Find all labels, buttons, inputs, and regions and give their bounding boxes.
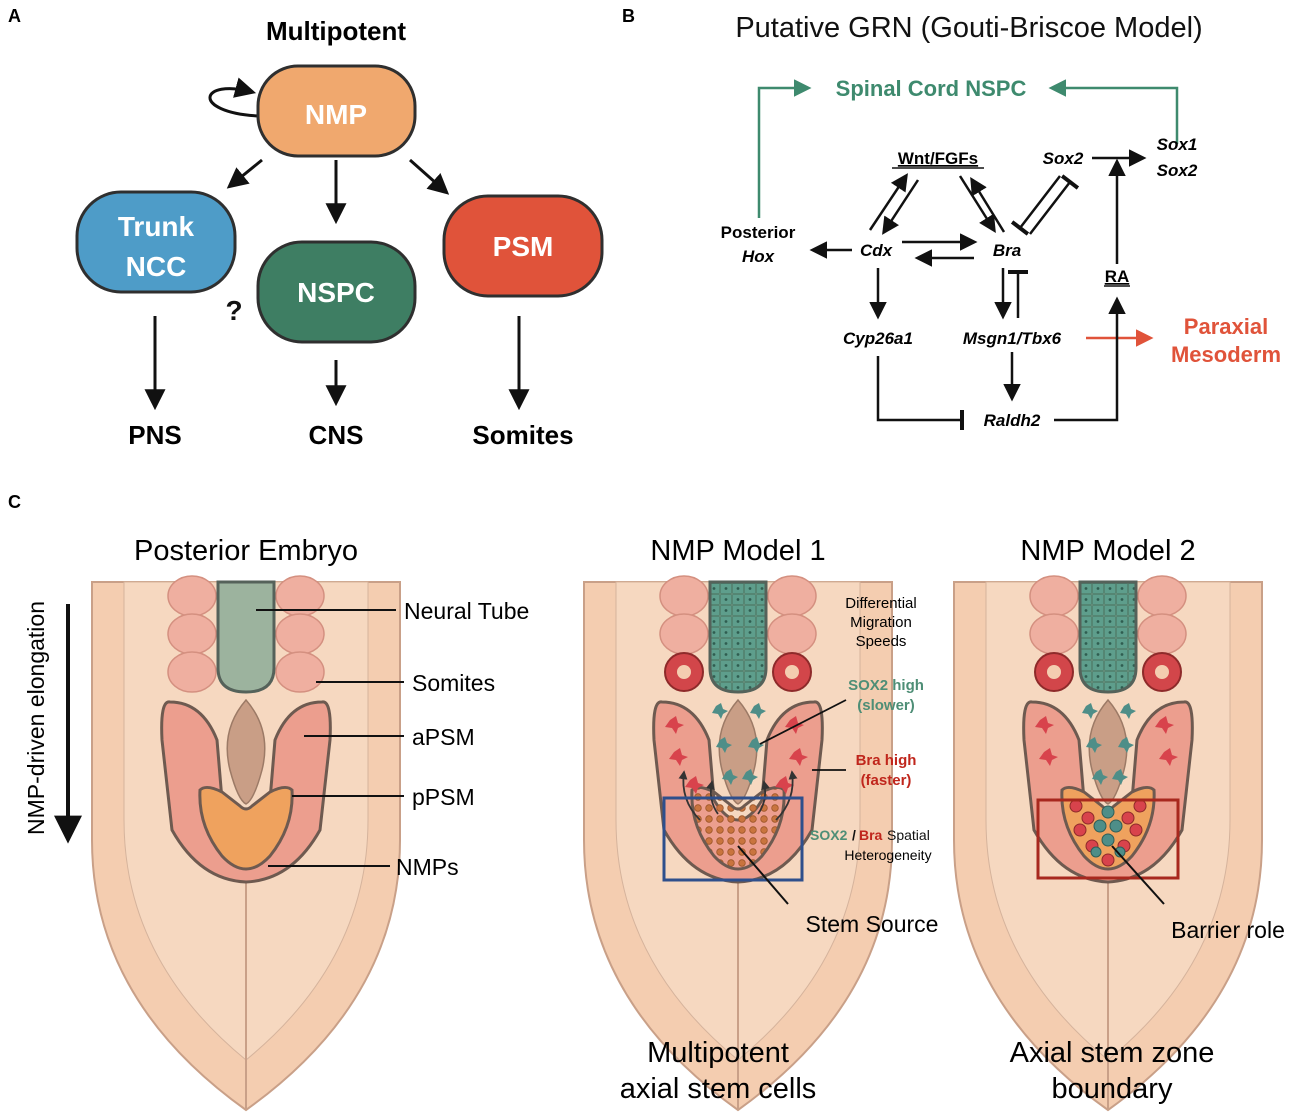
diff-label-1: Differential <box>845 595 916 612</box>
stem-source-label: Stem Source <box>806 911 939 937</box>
bra-label: Bra <box>993 241 1021 260</box>
stem-source-box <box>662 796 804 882</box>
faster-label: (faster) <box>861 772 912 789</box>
het-line2: Heterogeneity <box>844 847 931 863</box>
panel-b: B Putative GRN (Gouti-Briscoe Model) Spi… <box>622 6 1281 430</box>
slower-label: (slower) <box>857 697 915 714</box>
panel-a-letter: A <box>8 6 21 26</box>
panel-c: C NMP-driven elongation Posterio <box>8 492 1285 1112</box>
embryo-model2 <box>953 575 1263 1112</box>
sox2-node-label: Sox2 <box>1043 149 1084 168</box>
trunk-ncc-label-1: Trunk <box>118 211 195 242</box>
panel-b-letter: B <box>622 6 635 26</box>
diff-label-2: Migration <box>850 614 912 631</box>
model1-caption-1: Multipotent <box>647 1037 789 1069</box>
het-slash: / <box>852 827 856 843</box>
model2-caption-1: Axial stem zone <box>1010 1037 1215 1069</box>
spinal-cord-label: Spinal Cord NSPC <box>836 76 1027 101</box>
trunk-ncc-node <box>75 190 237 294</box>
arrow-bra-to-wnt <box>970 177 1006 233</box>
embryo-posterior <box>91 575 401 1112</box>
neural-tube-label: Neural Tube <box>404 598 529 624</box>
self-renewal-arrow <box>208 77 259 118</box>
somites-label-c: Somites <box>412 670 495 696</box>
question-mark: ? <box>225 295 242 326</box>
arrow-wnt-to-bra <box>958 175 996 233</box>
inhibit-bra-sox2 <box>1029 174 1080 235</box>
het-sox2: SOX2 <box>810 827 848 843</box>
multipotent-title: Multipotent <box>266 16 406 46</box>
leader-stem-source <box>737 845 789 905</box>
sox2b-label: Sox2 <box>1157 161 1198 180</box>
nspc-label: NSPC <box>297 277 375 308</box>
elongation-label: NMP-driven elongation <box>23 601 49 835</box>
arrow-raldh-to-ra <box>1054 296 1126 422</box>
msgn-label: Msgn1/Tbx6 <box>963 329 1062 348</box>
nmp-label: NMP <box>305 99 367 130</box>
het-spatial: Spatial <box>887 827 930 843</box>
paraxial-label-2: Mesoderm <box>1171 342 1281 367</box>
model1-title: NMP Model 1 <box>650 535 825 567</box>
barrier-box <box>1036 798 1180 880</box>
nmp-node <box>256 64 417 158</box>
paraxial-label-1: Paraxial <box>1184 314 1268 339</box>
cns-label: CNS <box>309 420 364 450</box>
arrow-wnt-to-cdx <box>882 179 920 235</box>
barrier-label: Barrier role <box>1171 917 1285 943</box>
nspc-node <box>256 240 417 344</box>
arrow-posterior-to-spinal <box>757 79 812 218</box>
model2-caption-2: boundary <box>1052 1073 1173 1105</box>
leader-sox2-high <box>759 699 847 745</box>
sox2-high-label: SOX2 high <box>848 677 924 694</box>
somites-label-a: Somites <box>472 420 573 450</box>
leader-barrier <box>1111 845 1165 905</box>
arrow-cdx-to-wnt <box>868 173 908 231</box>
trunk-ncc-label-2: NCC <box>126 251 187 282</box>
panel-a: A Multipotent NMP Trunk NCC NSPC PSM ? P… <box>8 6 604 450</box>
cdx-label: Cdx <box>860 241 894 260</box>
diff-label-3: Speeds <box>856 633 907 650</box>
arrow-nmp-to-ncc <box>226 158 263 189</box>
psm-label: PSM <box>493 231 554 262</box>
bra-high-label: Bra high <box>856 752 917 769</box>
het-bra: Bra <box>859 827 883 843</box>
grn-title: Putative GRN (Gouti-Briscoe Model) <box>735 12 1202 44</box>
inhibit-sox2-bra <box>1010 175 1061 236</box>
arrow-sox1-to-spinal <box>1048 79 1179 144</box>
nmps-label: NMPs <box>396 854 459 880</box>
model2-title: NMP Model 2 <box>1020 535 1195 567</box>
posterior-label: Posterior <box>721 223 796 242</box>
embryo-model1 <box>583 575 893 1112</box>
embryo-title: Posterior Embryo <box>134 535 358 567</box>
panel-c-letter: C <box>8 492 21 512</box>
hox-label: Hox <box>742 247 776 266</box>
psm-node <box>442 194 604 298</box>
arrow-nmp-to-psm <box>409 158 450 195</box>
model1-caption-2: axial stem cells <box>620 1073 817 1105</box>
wnt-fgfs-label: Wnt/FGFs <box>898 149 978 168</box>
pns-label: PNS <box>128 420 181 450</box>
raldh-label: Raldh2 <box>984 411 1041 430</box>
ppsm-label: pPSM <box>412 784 475 810</box>
apsm-label: aPSM <box>412 724 475 750</box>
cyp-label: Cyp26a1 <box>843 329 913 348</box>
inhibit-cyp-raldh <box>876 356 964 430</box>
sox1-label: Sox1 <box>1157 135 1198 154</box>
ra-label: RA <box>1105 267 1130 286</box>
